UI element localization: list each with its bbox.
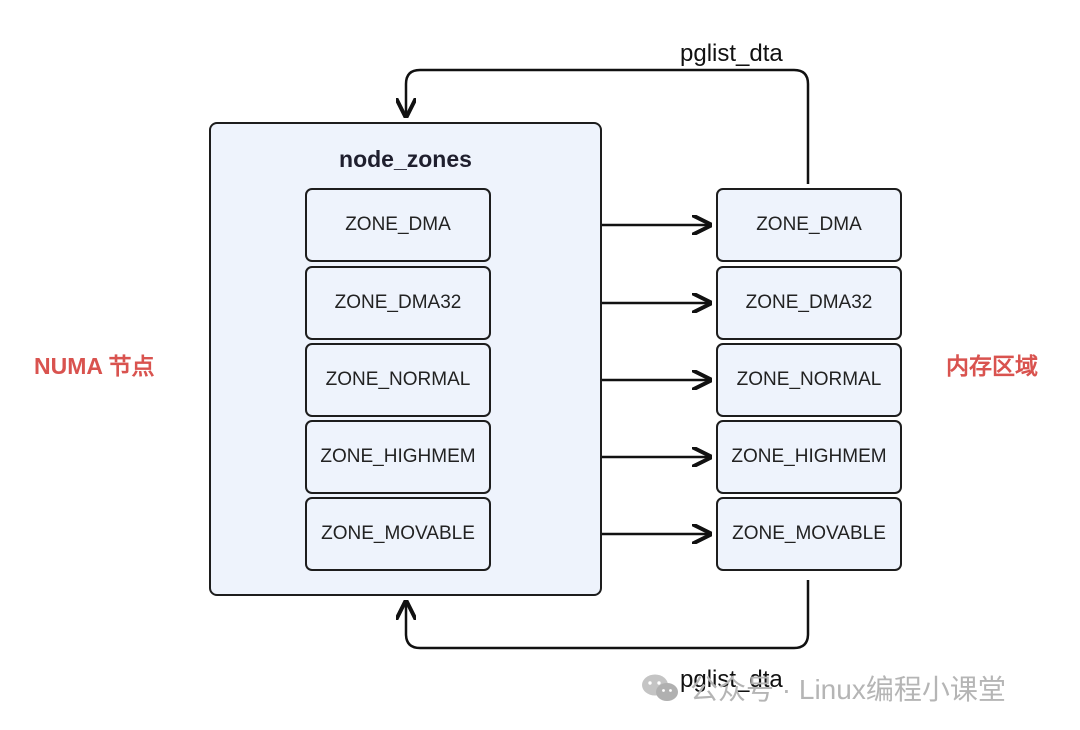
bottom-loop-arrow [406,580,810,650]
zone-label: ZONE_NORMAL [736,369,882,390]
zone-label: ZONE_HIGHMEM [320,446,476,467]
zone-label: ZONE_DMA32 [745,292,873,313]
zone-label: ZONE_DMA [756,214,862,235]
zone-label: ZONE_MOVABLE [732,523,886,544]
watermark: 公众号 · Linux编程小课堂 [640,668,1006,708]
top-loop-arrow [406,68,810,184]
node-zone-box: ZONE_MOVABLE [305,497,491,571]
zone-label: ZONE_MOVABLE [321,523,475,544]
zone-label: ZONE_NORMAL [325,369,471,390]
zone-label: ZONE_HIGHMEM [731,446,887,467]
memory-zone-box: ZONE_DMA32 [716,266,902,340]
top-edge-label: pglist_dta [680,40,783,67]
node-zone-box: ZONE_DMA [305,188,491,262]
numa-node-label: NUMA 节点 [34,353,155,379]
zone-label: ZONE_DMA [345,214,451,235]
bottom-edge-label: pglist_dta [680,666,783,693]
node-zone-box: ZONE_HIGHMEM [305,420,491,494]
node-zones-title: node_zones [339,146,472,172]
wechat-icon [642,674,678,701]
memory-zone-box: ZONE_DMA [716,188,902,262]
watermark-text: 公众号 · Linux编程小课堂 [690,674,1006,705]
zone-label: ZONE_DMA32 [334,292,462,313]
memory-zone-box: ZONE_NORMAL [716,343,902,417]
memory-zone-box: ZONE_MOVABLE [716,497,902,571]
memory-zone-box: ZONE_HIGHMEM [716,420,902,494]
memory-zone-label: 内存区域 [946,353,1038,379]
node-zone-box: ZONE_DMA32 [305,266,491,340]
node-zone-box: ZONE_NORMAL [305,343,491,417]
